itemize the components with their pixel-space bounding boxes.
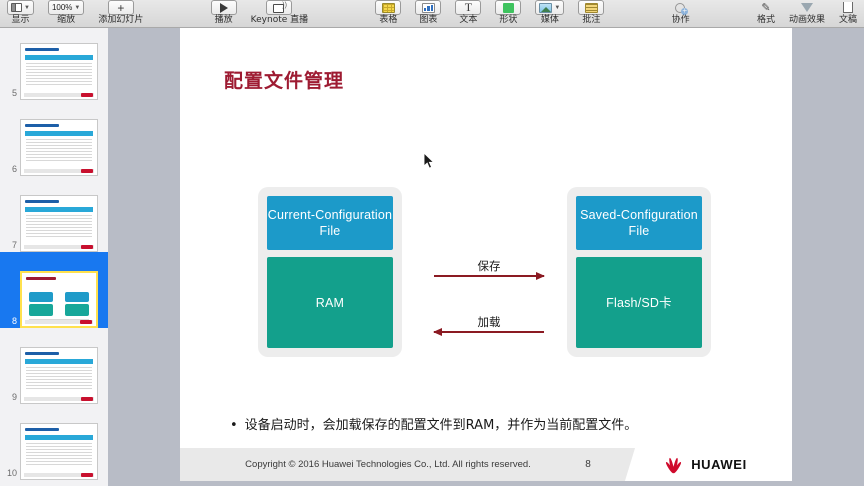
toolbar-item-text[interactable]: T 文本: [448, 0, 488, 28]
toolbar-item-media[interactable]: ▼ 媒体: [528, 0, 571, 28]
canvas-gutter: [108, 28, 180, 486]
mouse-cursor: [424, 153, 436, 171]
slide-canvas[interactable]: 配置文件管理 Current-Configuration File RAM 保存…: [180, 28, 792, 481]
toolbar-label-animate: 动画效果: [788, 15, 825, 25]
slide-bullet[interactable]: • 设备启动时，会加载保存的配置文件到RAM，并作为当前配置文件。: [230, 416, 766, 436]
thumbnail-number: 10: [6, 468, 17, 478]
toolbar-item-format[interactable]: ✎ 格式: [750, 0, 782, 28]
toolbar-label-zoom: 缩放: [57, 15, 76, 25]
toolbar-label-media: 媒体: [540, 15, 559, 25]
list-item[interactable]: 11: [0, 480, 108, 486]
toolbar-label-table: 表格: [379, 15, 398, 25]
diagram-block-flash-sd: Flash/SD卡: [576, 257, 702, 348]
toolbar-item-shape[interactable]: 形状: [488, 0, 528, 28]
toolbar-item-comment[interactable]: 批注: [571, 0, 611, 28]
toolbar-label-shape: 形状: [499, 15, 518, 25]
view-panel-icon: ▼: [7, 0, 34, 15]
collaborate-icon: [674, 0, 689, 15]
thumbnail[interactable]: [20, 271, 98, 328]
chart-icon: [415, 0, 442, 15]
toolbar-item-add-slide[interactable]: + 添加幻灯片: [91, 0, 150, 28]
diagram-block-current-config: Current-Configuration File: [267, 196, 393, 250]
toolbar-label-broadcast: Keynote 直播: [250, 15, 309, 25]
thumbnail[interactable]: [20, 423, 98, 480]
thumbnail-number: 6: [11, 164, 17, 174]
add-slide-icon: +: [107, 0, 134, 15]
thumbnail-number: 9: [11, 392, 17, 402]
toolbar-label-play: 播放: [214, 15, 233, 25]
toolbar-label-chart: 图表: [419, 15, 438, 25]
text-icon: T: [455, 0, 482, 15]
toolbar-item-view[interactable]: ▼ 显示: [0, 0, 41, 28]
arrow-label-load: 加载: [477, 315, 501, 329]
format-icon: ✎: [761, 1, 771, 14]
toolbar-label-comment: 批注: [582, 15, 601, 25]
diagram-card-saved[interactable]: Saved-Configuration File Flash/SD卡: [567, 187, 711, 357]
toolbar-item-zoom[interactable]: 100%▼ 缩放: [41, 0, 91, 28]
thumbnail[interactable]: [20, 43, 98, 100]
bullet-marker: •: [230, 418, 238, 433]
zoom-value: 100%: [51, 3, 73, 12]
thumbnail[interactable]: [20, 119, 98, 176]
toolbar-item-broadcast[interactable]: Keynote 直播: [244, 0, 315, 28]
thumbnail-number: 5: [11, 88, 17, 98]
list-item[interactable]: 9: [0, 328, 108, 404]
copyright-text: Copyright © 2016 Huawei Technologies Co.…: [245, 459, 531, 470]
arrow-label-save: 保存: [477, 259, 501, 273]
thumbnail-number: 7: [11, 240, 17, 250]
media-icon: ▼: [535, 0, 565, 15]
slide-navigator[interactable]: 5 6 7 8: [0, 28, 108, 486]
list-item[interactable]: 7: [0, 176, 108, 252]
huawei-logo-text: HUAWEI: [691, 457, 747, 472]
huawei-logo: HUAWEI: [616, 448, 792, 481]
zoom-icon: 100%▼: [47, 0, 85, 15]
toolbar-item-play[interactable]: 播放: [204, 0, 244, 28]
toolbar-item-table[interactable]: 表格: [368, 0, 408, 28]
slide-footer: Copyright © 2016 Huawei Technologies Co.…: [180, 448, 792, 481]
slide-canvas-area: 配置文件管理 Current-Configuration File RAM 保存…: [108, 28, 864, 486]
list-item[interactable]: 6: [0, 100, 108, 176]
document-icon: [842, 0, 853, 15]
table-icon: [375, 0, 402, 15]
huawei-fan-icon: [661, 456, 685, 474]
toolbar-label-collaborate: 协作: [671, 15, 690, 25]
toolbar-item-chart[interactable]: 图表: [408, 0, 448, 28]
toolbar-item-collaborate[interactable]: 协作: [665, 0, 697, 28]
broadcast-icon: [266, 0, 293, 15]
diagram-arrows: 保存 加载: [420, 213, 565, 343]
slide-page-number: 8: [585, 459, 591, 470]
shape-icon: [495, 0, 522, 15]
toolbar-item-animate[interactable]: 动画效果: [782, 0, 832, 28]
diagram-block-ram: RAM: [267, 257, 393, 348]
animate-icon: [800, 0, 813, 15]
page-title: 配置文件管理: [224, 70, 345, 92]
toolbar-item-document[interactable]: 文稿: [832, 0, 864, 28]
diagram-block-saved-config: Saved-Configuration File: [576, 196, 702, 250]
bullet-text: 设备启动时，会加载保存的配置文件到RAM，并作为当前配置文件。: [244, 418, 638, 433]
toolbar-label-view: 显示: [11, 15, 30, 25]
diagram-card-current[interactable]: Current-Configuration File RAM: [258, 187, 402, 357]
toolbar-label-add-slide: 添加幻灯片: [98, 15, 144, 25]
list-item[interactable]: 10: [0, 404, 108, 480]
toolbar: ▼ 显示 100%▼ 缩放 + 添加幻灯片 播放: [0, 0, 864, 28]
play-icon: [210, 0, 237, 15]
comment-icon: [578, 0, 605, 15]
toolbar-label-format: 格式: [756, 15, 775, 25]
toolbar-label-document: 文稿: [838, 15, 857, 25]
thumbnail[interactable]: [20, 347, 98, 404]
list-item-selected[interactable]: 8: [0, 252, 108, 328]
thumbnail-number: 8: [11, 316, 17, 326]
toolbar-label-text: 文本: [459, 15, 478, 25]
thumbnail[interactable]: [20, 195, 98, 252]
list-item[interactable]: 5: [0, 28, 108, 100]
